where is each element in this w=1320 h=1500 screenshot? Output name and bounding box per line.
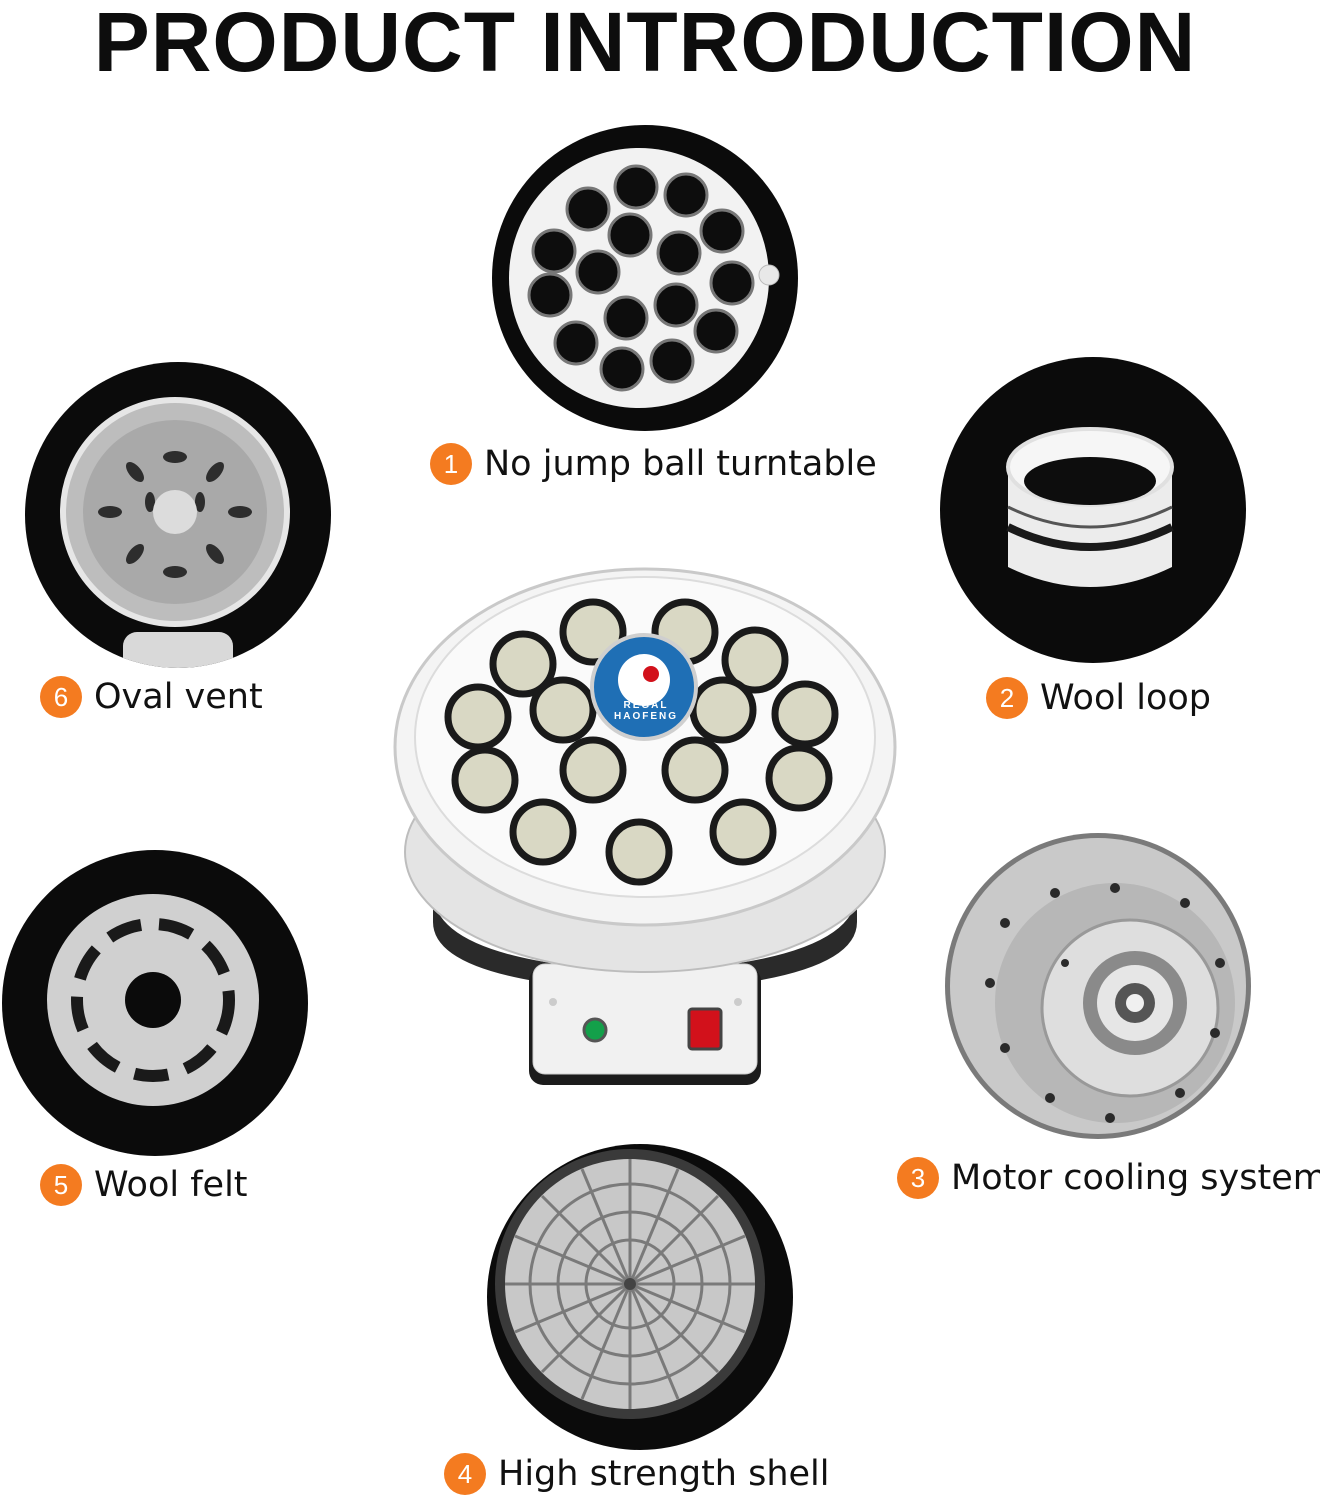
feature-2-badge: 2 — [986, 677, 1028, 719]
oval-vent-photo — [25, 362, 331, 668]
feature-2-caption: 2 Wool loop — [986, 677, 1211, 719]
shell-photo — [487, 1144, 793, 1450]
wool-loop-photo — [940, 357, 1246, 663]
feature-3-label: Motor cooling system — [951, 1158, 1320, 1198]
feature-4-caption: 4 High strength shell — [444, 1453, 830, 1495]
feature-4-label: High strength shell — [498, 1454, 830, 1494]
feature-3-badge: 3 — [897, 1157, 939, 1199]
product-logo-text: REGAL HAOFENG — [614, 700, 678, 722]
feature-5-label: Wool felt — [94, 1165, 248, 1205]
feature-1-label: No jump ball turntable — [484, 444, 877, 484]
feature-1-badge: 1 — [430, 443, 472, 485]
feature-5-caption: 5 Wool felt — [40, 1164, 248, 1206]
feature-4-badge: 4 — [444, 1453, 486, 1495]
feature-6-label: Oval vent — [94, 677, 263, 717]
feature-6-caption: 6 Oval vent — [40, 676, 263, 718]
wool-felt-photo — [2, 850, 308, 1156]
page-title: PRODUCT INTRODUCTION — [93, 0, 1197, 89]
turntable-photo — [492, 125, 798, 431]
feature-2-label: Wool loop — [1040, 678, 1212, 718]
feature-1-caption: 1 No jump ball turntable — [430, 443, 877, 485]
motor-cooling-photo — [945, 833, 1251, 1139]
feature-5-badge: 5 — [40, 1164, 82, 1206]
feature-3-caption: 3 Motor cooling system — [897, 1157, 1320, 1199]
feature-6-badge: 6 — [40, 676, 82, 718]
product-photo — [393, 567, 897, 1085]
